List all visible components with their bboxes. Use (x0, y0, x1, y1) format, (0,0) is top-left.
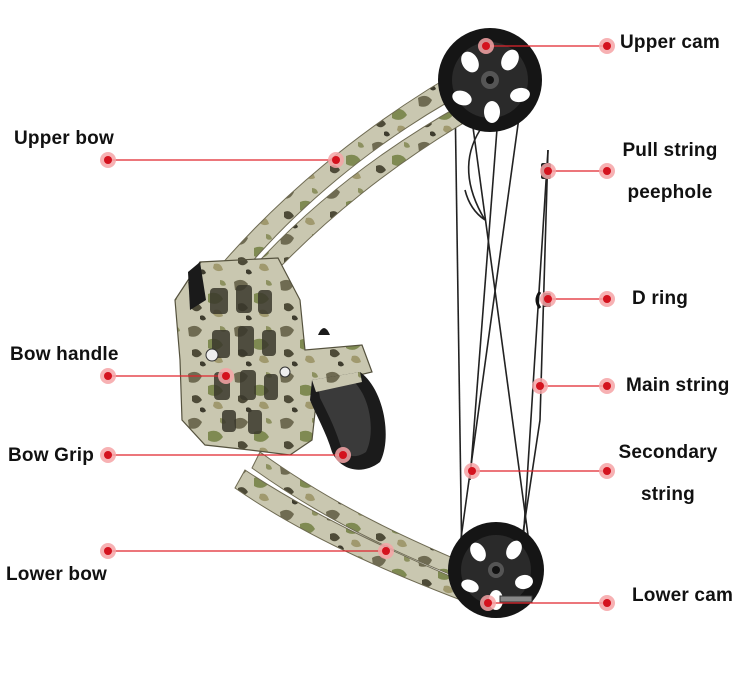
main-string-end-marker (603, 382, 611, 390)
callouts (100, 38, 615, 611)
lower-bow-start-marker (104, 547, 112, 555)
lower-cam-start-marker (484, 599, 492, 607)
label-d-ring: D ring (632, 288, 689, 309)
label-lower-bow: Lower bow (6, 564, 108, 585)
label-lower-cam: Lower cam (632, 585, 734, 606)
label-pull-string-line1: Pull string (622, 140, 718, 161)
upper-bow-start-marker (104, 156, 112, 164)
bow-grip-start-marker (104, 451, 112, 459)
label-upper-bow: Upper bow (14, 128, 114, 149)
label-secondary-string-line1: Secondary (618, 442, 718, 463)
bow-handle-start-marker (104, 372, 112, 380)
label-pull-string-line2: peephole (627, 182, 713, 203)
secondary-string-start-marker (468, 467, 476, 475)
upper-cam-start-marker (482, 42, 490, 50)
upper-cam-end-marker (603, 42, 611, 50)
label-main-string: Main string (626, 375, 730, 396)
main-string-start-marker (536, 382, 544, 390)
label-secondary-string-line2: string (641, 484, 695, 505)
upper-bow-end-marker (332, 156, 340, 164)
bow-grip (310, 372, 386, 470)
pull-string-end-marker (603, 167, 611, 175)
secondary-string-end-marker (603, 467, 611, 475)
d-ring-start-marker (544, 295, 552, 303)
label-bow-grip: Bow Grip (8, 445, 95, 466)
upper-cam (438, 28, 542, 132)
label-bow-handle: Bow handle (10, 344, 119, 365)
lower-cam-end-marker (603, 599, 611, 607)
pull-string-start-marker (544, 167, 552, 175)
bow-grip-end-marker (339, 451, 347, 459)
bow-handle-end-marker (222, 372, 230, 380)
d-ring-end-marker (603, 295, 611, 303)
label-upper-cam: Upper cam (620, 32, 721, 53)
bow-riser (174, 257, 373, 456)
lower-bow-end-marker (382, 547, 390, 555)
bow-strings (454, 89, 549, 571)
lower-cam (448, 522, 544, 618)
